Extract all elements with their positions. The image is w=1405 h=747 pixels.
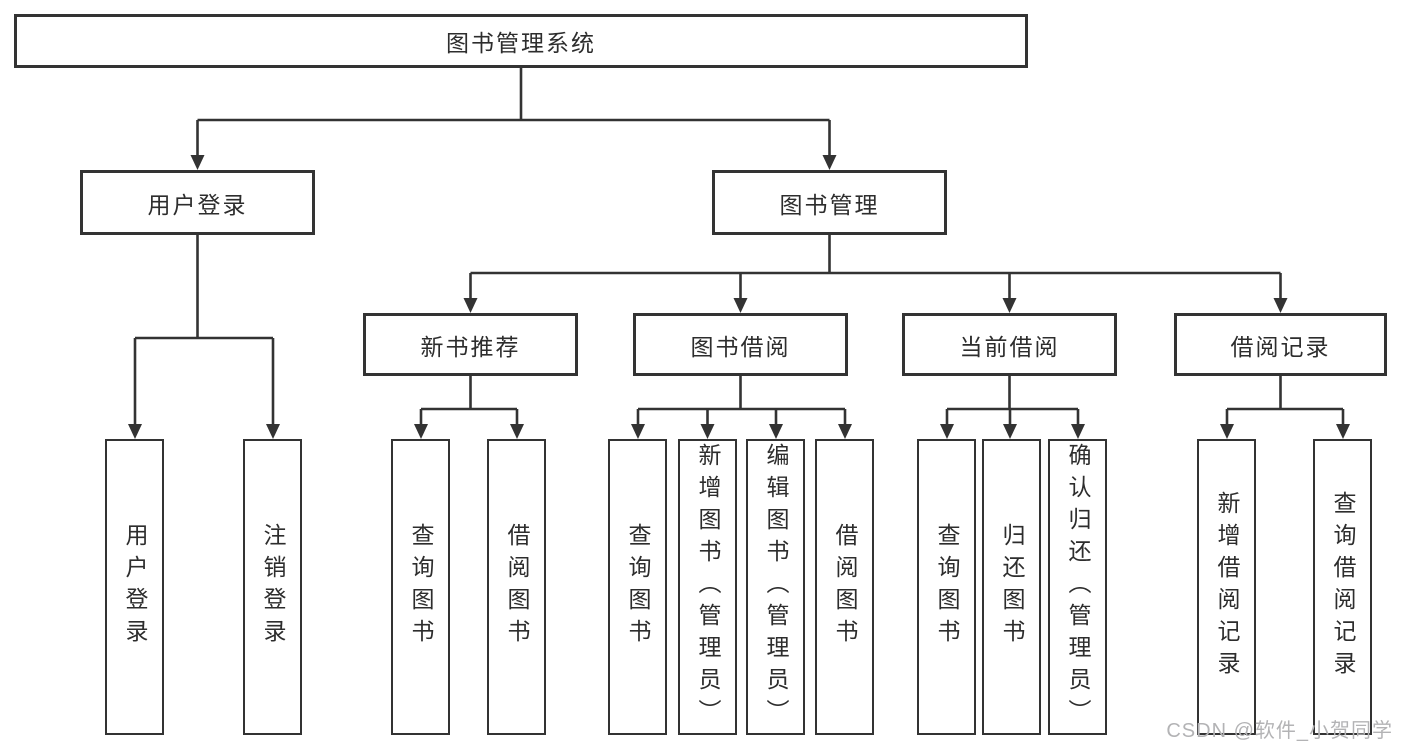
leaf-logout: 注销登录 — [243, 439, 302, 735]
node-borrowing-records-label: 借阅记录 — [1230, 333, 1331, 360]
leaf-user-login: 用户登录 — [105, 439, 164, 735]
leaf-query-books-current-label: 查询图书 — [934, 523, 960, 651]
leaf-query-books-borrowing: 查询图书 — [608, 439, 667, 735]
leaf-confirm-return-admin-label: 确认归还（管理员） — [1065, 443, 1091, 731]
leaf-add-borrow-record-label: 新增借阅记录 — [1214, 491, 1240, 683]
node-current-borrowing: 当前借阅 — [902, 313, 1117, 376]
leaf-logout-label: 注销登录 — [260, 523, 286, 651]
leaf-query-books-recommend-label: 查询图书 — [408, 523, 434, 651]
watermark: CSDN @软件_小贺同学 — [1166, 720, 1393, 742]
leaf-borrow-books-borrowing-label: 借阅图书 — [832, 523, 858, 651]
leaf-add-book-admin: 新增图书（管理员） — [678, 439, 737, 735]
node-new-book-recommendation: 新书推荐 — [363, 313, 578, 376]
leaf-edit-book-admin-label: 编辑图书（管理员） — [763, 443, 789, 731]
leaf-return-books-label: 归还图书 — [999, 523, 1025, 651]
leaf-user-login-label: 用户登录 — [122, 523, 148, 651]
leaf-query-books-borrowing-label: 查询图书 — [625, 523, 651, 651]
node-user-login: 用户登录 — [80, 170, 315, 235]
node-book-borrowing: 图书借阅 — [633, 313, 848, 376]
leaf-query-borrow-record: 查询借阅记录 — [1313, 439, 1372, 735]
node-borrowing-records: 借阅记录 — [1174, 313, 1387, 376]
node-current-borrowing-label: 当前借阅 — [959, 333, 1060, 360]
node-book-management-label: 图书管理 — [779, 191, 880, 218]
leaf-query-borrow-record-label: 查询借阅记录 — [1330, 491, 1356, 683]
leaf-add-borrow-record: 新增借阅记录 — [1197, 439, 1256, 735]
leaf-edit-book-admin: 编辑图书（管理员） — [746, 439, 805, 735]
arrowheads — [128, 155, 1350, 439]
leaf-borrow-books-borrowing: 借阅图书 — [815, 439, 874, 735]
node-book-management: 图书管理 — [712, 170, 947, 235]
leaf-query-books-current: 查询图书 — [917, 439, 976, 735]
leaf-borrow-books-recommend: 借阅图书 — [487, 439, 546, 735]
node-new-book-recommendation-label: 新书推荐 — [420, 333, 521, 360]
node-user-login-label: 用户登录 — [147, 191, 248, 218]
node-root-label: 图书管理系统 — [446, 30, 596, 56]
leaf-borrow-books-recommend-label: 借阅图书 — [504, 523, 530, 651]
leaf-query-books-recommend: 查询图书 — [391, 439, 450, 735]
leaf-confirm-return-admin: 确认归还（管理员） — [1048, 439, 1107, 735]
node-root: 图书管理系统 — [14, 14, 1028, 68]
node-book-borrowing-label: 图书借阅 — [690, 333, 791, 360]
leaf-return-books: 归还图书 — [982, 439, 1041, 735]
leaf-add-book-admin-label: 新增图书（管理员） — [695, 443, 721, 731]
